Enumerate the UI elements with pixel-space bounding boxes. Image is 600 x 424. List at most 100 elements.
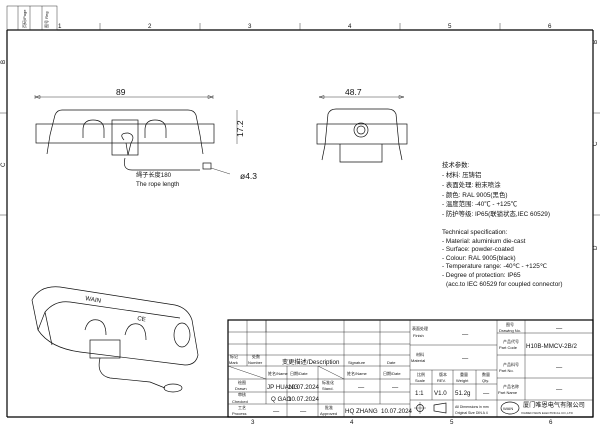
approved-label: Approved	[320, 411, 337, 416]
rope-length-en: The rope length	[136, 181, 180, 188]
checked-name: Q GAO	[271, 396, 291, 403]
column-label: 2	[148, 23, 152, 30]
spec-cn-line: - 防护等级: IP65(联锁状态,IEC 60529)	[442, 209, 550, 218]
date-header: 日期/Date	[290, 370, 308, 376]
diameter-dimension: ø4.3	[240, 171, 257, 181]
title-block: 标记 Mark 处数 Number 变更描述/Description Signa…	[227, 319, 594, 418]
part-name-label: Part Name	[498, 390, 518, 395]
row-label: C	[0, 162, 7, 167]
technical-spec-cn: 技术参数: - 材料: 压铸铝 - 表面处理: 粉末喷涂 - 颜色: RAL 9…	[442, 160, 550, 218]
original-size-note: Original Size DIN A 4	[455, 411, 488, 415]
company-logo: WAIN	[500, 401, 520, 415]
svg-text:WAIN: WAIN	[85, 295, 102, 305]
spec-en-line: (acc.to IEC 60529 for coupled connector)	[446, 281, 563, 288]
page-corner-label: 页码/Page	[21, 9, 27, 28]
isometric-view: WAIN CE	[31, 286, 199, 393]
checked-date: 10.07.2024	[288, 396, 320, 403]
part-no-value: —	[556, 364, 563, 371]
spec-cn-title: 技术参数:	[442, 160, 470, 169]
svg-text:6: 6	[548, 23, 552, 30]
rope-length-cn: 绳子长度180	[136, 171, 172, 179]
company-name-en: XIAMEN WAIN ELECTRICAL CO.,LTD	[521, 411, 574, 415]
part-no-cn: 产品料号	[503, 361, 519, 367]
side-width-dimension: 48.7	[345, 87, 362, 97]
finish-value: —	[462, 331, 469, 338]
svg-text:标记: 标记	[230, 353, 238, 359]
checked-label: Checked	[232, 399, 248, 404]
technical-spec-en: Technical specification: - Material: alu…	[442, 229, 563, 288]
spec-en-line: - Surface: powder-coated	[442, 246, 514, 253]
drawn-name: JP HUANG	[267, 384, 298, 391]
name-header: 姓名/Name	[347, 370, 368, 376]
spec-en-title: Technical specification:	[442, 229, 508, 236]
part-no-label: Part No.	[499, 368, 514, 373]
qty-cn: 数量	[482, 371, 490, 377]
process-label: Process	[232, 411, 246, 416]
stand-name: —	[358, 384, 365, 391]
column-label: 5	[450, 419, 454, 424]
finish-cn: 表面处理	[412, 325, 428, 331]
dimensions-note: All Dimensions in mm	[455, 405, 489, 409]
spec-en-line: - Degree of protection: IP65	[442, 272, 521, 279]
side-view: 48.7	[316, 87, 408, 163]
description-label: 变更描述/Description	[282, 358, 340, 366]
svg-text:D: D	[592, 245, 599, 250]
spec-en-line: - Colour: RAL 9005(black)	[442, 255, 516, 262]
spec-cn-line: - 材料: 压铸铝	[442, 170, 481, 179]
spec-cn-line: - 温度范围: -40℃ - +125℃	[442, 199, 518, 208]
checked-cn: 审核	[238, 391, 246, 397]
name-header: 姓名/Name	[268, 370, 289, 376]
rev-label: REV.	[437, 378, 446, 383]
mark-label: Mark	[229, 360, 238, 365]
svg-text:CE: CE	[137, 315, 147, 323]
signature-label: Signature	[348, 360, 366, 365]
part-code-cn: 产品代号	[503, 338, 519, 344]
row-label: B	[0, 60, 7, 64]
spec-en-line: - Material: aluminium die-cast	[442, 238, 526, 245]
part-code-value: H10B-MMCV-2B/2	[526, 343, 577, 350]
width-dimension: 89	[116, 87, 126, 97]
logo-text: WAIN	[503, 406, 513, 411]
number-label: Number	[248, 360, 263, 365]
drawn-label: Drawn	[235, 386, 247, 391]
stand-label: Stand.	[322, 386, 334, 391]
height-dimension: 17.2	[235, 120, 245, 137]
front-view: 89 17.2 ø4.3 绳子长度180 The rope length	[34, 87, 257, 188]
part-code-label: Part Code	[499, 345, 518, 350]
weight-label: Weight	[456, 378, 469, 383]
weight-value: 51.2g	[455, 390, 471, 397]
process-date: —	[300, 408, 307, 415]
spec-cn-line: - 颜色: RAL 9005(黑色)	[442, 190, 507, 199]
svg-text:C: C	[592, 141, 599, 146]
material-label: Material	[411, 358, 425, 363]
svg-text:B: B	[592, 40, 599, 44]
rev-cn: 版本	[439, 371, 447, 377]
material-value: —	[462, 355, 469, 362]
column-label: 1	[58, 23, 62, 30]
drawing-no-cn: 图号	[506, 321, 514, 327]
material-cn: 材料	[416, 351, 424, 357]
drawing-no-value: —	[556, 325, 563, 332]
svg-text:处数: 处数	[252, 353, 260, 359]
projection-symbol-icon	[414, 402, 447, 414]
process-cn: 工艺	[238, 405, 246, 410]
reg-corner-label: 图号 Reg	[43, 12, 49, 28]
spec-en-line: - Temperature range: -40℃ - +125℃	[442, 263, 547, 270]
spec-cn-line: - 表面处理: 粉末喷涂	[442, 180, 501, 189]
column-label: 3	[248, 23, 252, 30]
part-name-cn: 产品名称	[503, 383, 519, 389]
column-label: 6	[549, 419, 553, 424]
qty-value: —	[483, 390, 490, 397]
stand-cn: 标准化	[322, 379, 334, 385]
column-label: 4	[350, 419, 354, 424]
drawn-cn: 绘图	[238, 379, 246, 385]
stand-date: —	[392, 384, 399, 391]
rev-value: V1.0	[434, 390, 447, 397]
drawn-date: 10.07.2024	[288, 384, 320, 391]
company-name-cn: 厦门唯恩电气有限公司	[523, 401, 585, 409]
column-label: 3	[251, 419, 255, 424]
finish-label: Finish	[413, 333, 424, 338]
qty-label: Qty.	[482, 378, 489, 383]
date-header: 日期/Date	[383, 370, 401, 376]
